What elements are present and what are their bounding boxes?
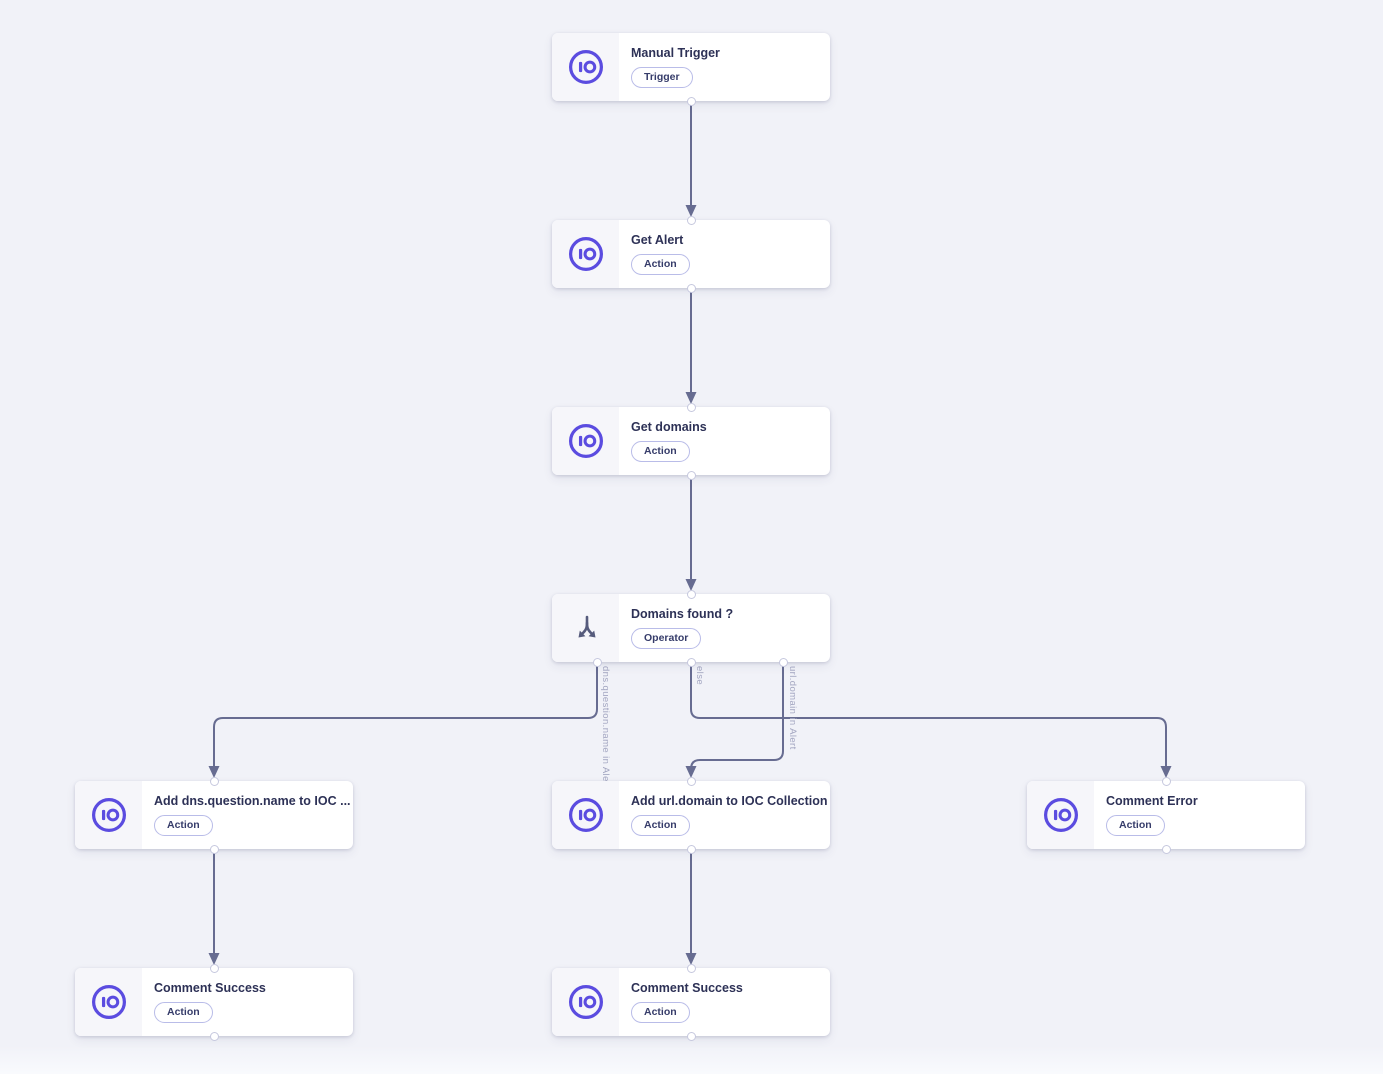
sekoia-logo-icon	[568, 797, 603, 833]
node-title: Comment Error	[1106, 794, 1198, 808]
node-type-badge: Action	[1106, 815, 1165, 836]
node-icon-panel	[552, 407, 619, 475]
node-title: Add url.domain to IOC Collection	[631, 794, 828, 808]
node-domains-found[interactable]: Domains found ? Operator	[552, 589, 830, 667]
sekoia-logo-icon	[568, 236, 603, 272]
input-port[interactable]	[209, 963, 219, 973]
node-icon-panel	[1027, 781, 1094, 849]
node-icon-panel	[75, 781, 142, 849]
node-type-badge: Action	[631, 441, 690, 462]
node-body: Add dns.question.name to IOC ... Action	[142, 781, 363, 849]
edge-domains-found-to-add-dns	[208, 662, 598, 778]
sekoia-logo-icon	[1043, 797, 1078, 833]
node-type-badge: Operator	[631, 628, 702, 649]
output-port[interactable]	[778, 657, 788, 667]
output-port[interactable]	[686, 1031, 696, 1041]
sekoia-logo-icon	[568, 49, 603, 85]
input-port[interactable]	[686, 215, 696, 225]
node-icon-panel	[552, 594, 619, 662]
node-add-dns-question-name[interactable]: Add dns.question.name to IOC ... Action	[75, 776, 353, 854]
node-type-badge: Trigger	[631, 67, 693, 88]
input-port[interactable]	[686, 589, 696, 599]
edge-domains-found-to-add-url	[685, 662, 784, 778]
node-type-badge: Action	[631, 815, 690, 836]
node-title: Manual Trigger	[631, 46, 720, 60]
node-icon-panel	[552, 781, 619, 849]
node-title: Comment Success	[154, 981, 266, 995]
node-icon-panel	[552, 220, 619, 288]
output-port[interactable]	[1161, 844, 1171, 854]
output-port[interactable]	[686, 657, 696, 667]
node-body: Domains found ? Operator	[619, 594, 745, 662]
output-port[interactable]	[209, 1031, 219, 1041]
output-port[interactable]	[209, 844, 219, 854]
input-port[interactable]	[686, 776, 696, 786]
sekoia-logo-icon	[568, 423, 603, 459]
node-icon-panel	[75, 968, 142, 1036]
edge-domains-found-else-to-comment-error	[690, 662, 1172, 778]
node-icon-panel	[552, 968, 619, 1036]
node-title: Add dns.question.name to IOC ...	[154, 794, 351, 808]
output-port[interactable]	[686, 96, 696, 106]
output-port[interactable]	[686, 844, 696, 854]
node-icon-panel	[552, 33, 619, 101]
node-title: Comment Success	[631, 981, 743, 995]
node-title: Get Alert	[631, 233, 684, 247]
node-type-badge: Action	[631, 254, 690, 275]
node-type-badge: Action	[631, 1002, 690, 1023]
input-port[interactable]	[686, 963, 696, 973]
sekoia-logo-icon	[91, 797, 126, 833]
node-type-badge: Action	[154, 1002, 213, 1023]
sekoia-logo-icon	[568, 984, 603, 1020]
branch-split-icon	[578, 615, 595, 638]
input-port[interactable]	[209, 776, 219, 786]
node-type-badge: Action	[154, 815, 213, 836]
output-port[interactable]	[686, 283, 696, 293]
output-port[interactable]	[592, 657, 602, 667]
input-port[interactable]	[1161, 776, 1171, 786]
node-title: Get domains	[631, 420, 707, 434]
node-title: Domains found ?	[631, 607, 734, 621]
sekoia-logo-icon	[91, 984, 126, 1020]
input-port[interactable]	[686, 402, 696, 412]
output-port[interactable]	[686, 470, 696, 480]
